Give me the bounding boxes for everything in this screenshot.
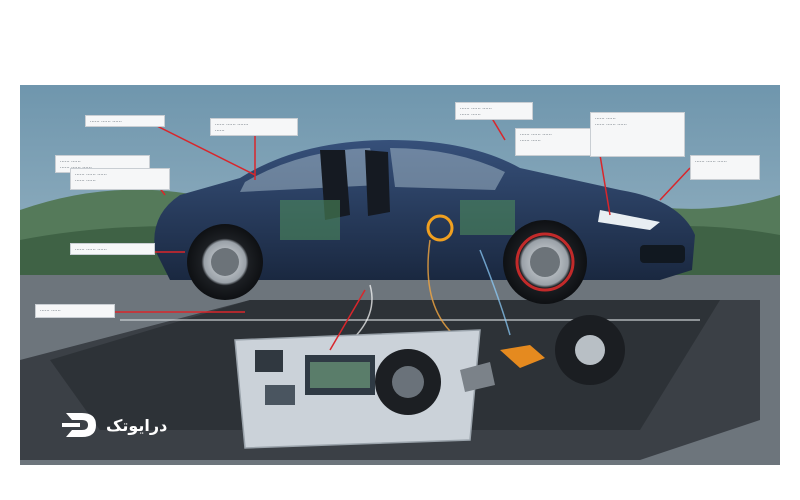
front-wheel — [503, 220, 587, 304]
callout-label: ...... ...... ...... — [70, 243, 155, 255]
callout-lines — [110, 114, 691, 351]
brand-logo: درایوتک — [62, 410, 192, 450]
component-panel — [234, 329, 481, 449]
callout-label: ...... ...... ...... — [690, 155, 760, 180]
callout-label: ...... ...... ...... ...... ...... — [455, 102, 533, 120]
wheel-hub-detail — [460, 315, 625, 392]
brand-name: درایوتک — [106, 416, 168, 435]
rear-wheel — [187, 224, 263, 300]
callout-label: ...... ...... ...... ...... ...... — [590, 112, 685, 157]
callout-label: ...... ...... ...... ...... ...... — [70, 168, 170, 190]
callout-label: ...... ...... ....... ...... — [210, 118, 298, 136]
callout-label: ...... ...... — [35, 304, 115, 318]
callout-label: ...... ...... ...... — [85, 115, 165, 127]
callout-label: ...... ...... ...... ...... ...... — [515, 128, 595, 156]
brand-logo-icon — [62, 413, 96, 437]
